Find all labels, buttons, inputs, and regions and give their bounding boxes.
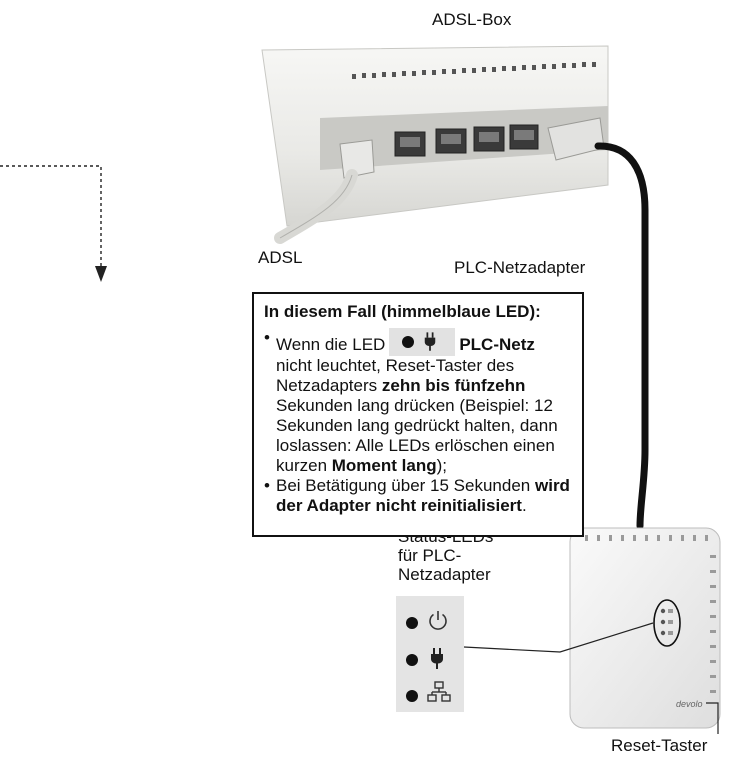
item1-text-e: Sekunden lang drücken (Beispiel: 12 Seku… xyxy=(276,396,558,475)
adsl-box-device xyxy=(261,45,609,244)
status-leds-label-line-3: Netzadapter xyxy=(398,565,491,584)
plug-icon xyxy=(425,332,436,351)
inline-led-indicator xyxy=(389,328,456,356)
instruction-list: Wenn die LED PLC-Netz nicht leuchtet, Res… xyxy=(264,328,572,516)
status-leds-label-line-2: für PLC- xyxy=(398,546,462,565)
led-dot xyxy=(402,336,415,348)
power-icon xyxy=(429,611,447,630)
led-dot xyxy=(406,617,418,629)
item1-text-d: zehn bis fünfzehn xyxy=(381,376,526,395)
item2-text-a: Bei Betätigung über 15 Sekunden xyxy=(276,476,531,495)
item1-text-a: Wenn die LED xyxy=(276,335,386,354)
instruction-item-1: Wenn die LED PLC-Netz nicht leuchtet, Res… xyxy=(264,328,572,476)
instruction-item-2: Bei Betätigung über 15 Sekunden wird der… xyxy=(264,476,572,516)
plc-cable xyxy=(594,142,649,530)
led-dot xyxy=(406,690,418,702)
reset-button-pointer xyxy=(706,702,719,734)
item2-text-c: . xyxy=(521,496,527,515)
plug-icon xyxy=(431,648,443,669)
reset-button-label: Reset-Taster xyxy=(611,736,708,755)
adsl-box-label: ADSL-Box xyxy=(432,10,512,29)
item1-text-g: ); xyxy=(436,456,447,475)
led-dot xyxy=(406,654,418,666)
status-leds-pointer xyxy=(463,622,654,653)
network-icon xyxy=(427,681,451,702)
led-legend-panel xyxy=(396,596,464,712)
dotted-arrow xyxy=(0,165,107,282)
item1-text-b: PLC-Netz xyxy=(459,335,535,354)
item2-text-b: wird der Adapter nicht reinitialisiert xyxy=(276,476,570,515)
adapter-brand-logo: devolo xyxy=(676,699,703,709)
info-box-title: In diesem Fall (himmelblaue LED): xyxy=(264,302,541,321)
adsl-label: ADSL xyxy=(258,248,303,267)
plc-adapter-device xyxy=(569,527,721,729)
info-box: In diesem Fall (himmelblaue LED): Wenn d… xyxy=(252,292,584,537)
item1-text-c: nicht leuchtet, Reset-Taster des Netzada… xyxy=(276,356,515,395)
plc-adapter-label: PLC-Netzadapter xyxy=(454,258,586,277)
item1-text-f: Moment lang xyxy=(331,456,437,475)
